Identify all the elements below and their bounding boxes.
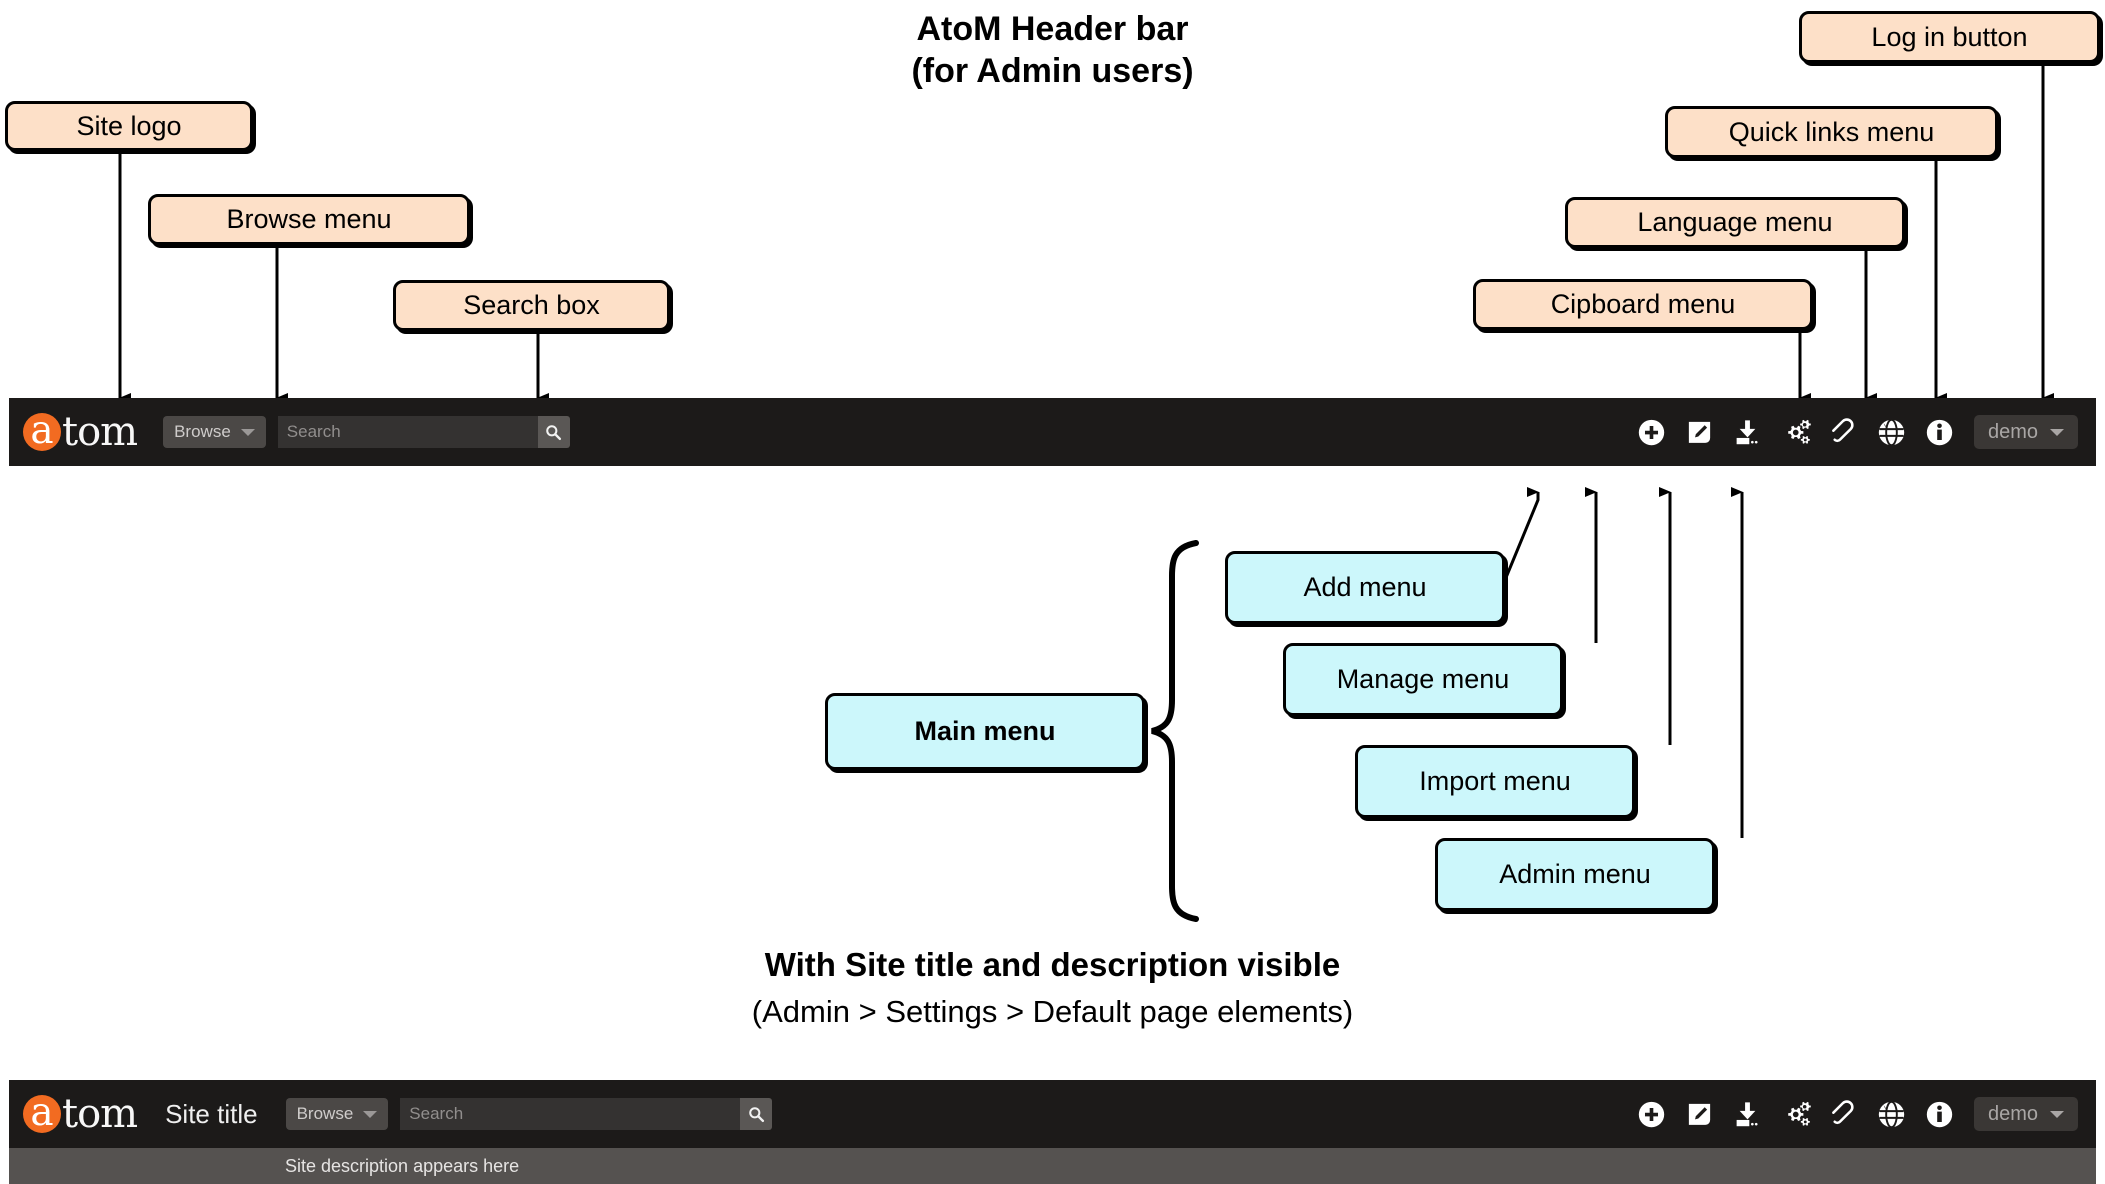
clipboard-menu-button-top[interactable] bbox=[1820, 410, 1868, 454]
add-icon bbox=[1639, 419, 1665, 445]
header-left-group-bottom: a tom Site title Browse Search bbox=[23, 1089, 773, 1137]
manage-icon bbox=[1689, 1103, 1711, 1125]
header-right-group-top: demo bbox=[1628, 410, 2078, 454]
chevron-down-icon bbox=[240, 428, 255, 436]
add-menu-button-bottom[interactable] bbox=[1628, 1092, 1676, 1136]
callout-import-menu: Import menu bbox=[1355, 745, 1635, 818]
quick-links-menu-button-top[interactable] bbox=[1916, 410, 1964, 454]
search-icon bbox=[749, 1106, 764, 1122]
figure-title-line2: (for Admin users) bbox=[911, 52, 1194, 90]
clipboard-menu-button-bottom[interactable] bbox=[1820, 1092, 1868, 1136]
add-menu-button-top[interactable] bbox=[1628, 410, 1676, 454]
admin-menu-button-bottom[interactable] bbox=[1772, 1092, 1820, 1136]
chevron-down-icon bbox=[2050, 428, 2064, 436]
callout-language-menu: Language menu bbox=[1565, 197, 1905, 248]
admin-menu-button-top[interactable] bbox=[1772, 410, 1820, 454]
callout-log-in-button: Log in button bbox=[1799, 11, 2100, 63]
user-menu-label-top: demo bbox=[1987, 420, 2038, 443]
callout-clipboard-menu-label: Cipboard menu bbox=[1550, 289, 1736, 319]
chevron-down-icon bbox=[2050, 1110, 2064, 1118]
import-menu-button-top[interactable] bbox=[1724, 410, 1772, 454]
import-icon bbox=[1737, 419, 1758, 444]
search-placeholder-bottom: Search bbox=[409, 1104, 464, 1123]
callout-manage-menu: Manage menu bbox=[1283, 643, 1563, 716]
language-menu-button-bottom[interactable] bbox=[1868, 1092, 1916, 1136]
import-icon bbox=[1737, 1101, 1758, 1126]
log-in-button-bottom[interactable]: demo bbox=[1973, 1097, 2078, 1131]
quick-links-menu-button-bottom[interactable] bbox=[1916, 1092, 1964, 1136]
callout-site-logo: Site logo bbox=[5, 101, 253, 151]
paperclip-icon bbox=[1832, 417, 1855, 442]
callout-log-in-button-label: Log in button bbox=[1871, 21, 2028, 52]
search-submit-button-bottom[interactable] bbox=[740, 1098, 773, 1130]
header-right-group-bottom: demo bbox=[1628, 1092, 2078, 1136]
atom-header-bar-bottom: a tom Site title Browse Search bbox=[9, 1080, 2096, 1148]
manage-icon bbox=[1689, 421, 1711, 443]
log-in-button-top[interactable]: demo bbox=[1973, 415, 2078, 449]
browse-menu-label-top: Browse bbox=[174, 422, 231, 441]
section-subtitle: (Admin > Settings > Default page element… bbox=[0, 993, 2105, 1031]
user-menu-label-bottom: demo bbox=[1987, 1102, 2038, 1125]
callout-admin-menu: Admin menu bbox=[1435, 838, 1715, 911]
globe-icon bbox=[1879, 418, 1905, 446]
import-menu-button-bottom[interactable] bbox=[1724, 1092, 1772, 1136]
site-title: Site title bbox=[165, 1098, 258, 1129]
info-icon bbox=[1927, 1101, 1953, 1127]
search-input-bottom[interactable]: Search bbox=[400, 1098, 741, 1130]
callout-add-menu: Add menu bbox=[1225, 551, 1505, 624]
callout-browse-menu-label: Browse menu bbox=[226, 204, 392, 234]
search-input-top[interactable]: Search bbox=[277, 416, 538, 448]
figure-title: AtoM Header bar (for Admin users) bbox=[0, 8, 2105, 92]
search-placeholder-top: Search bbox=[286, 422, 341, 441]
callout-search-box-label: Search box bbox=[463, 290, 600, 320]
search-submit-button-top[interactable] bbox=[537, 416, 570, 448]
callout-add-menu-label: Add menu bbox=[1303, 572, 1427, 602]
logo-circle-icon: a bbox=[23, 407, 61, 453]
callout-language-menu-label: Language menu bbox=[1637, 207, 1833, 237]
info-icon bbox=[1927, 419, 1953, 445]
logo-letter-a: a bbox=[30, 407, 54, 453]
callout-main-menu-label: Main menu bbox=[914, 716, 1056, 746]
manage-menu-button-bottom[interactable] bbox=[1676, 1092, 1724, 1136]
manage-menu-button-top[interactable] bbox=[1676, 410, 1724, 454]
figure-title-line1: AtoM Header bar bbox=[916, 10, 1189, 48]
atom-header-bar-top: a tom Browse Search bbox=[9, 398, 2096, 466]
callout-import-menu-label: Import menu bbox=[1419, 766, 1571, 796]
site-description-strip: Site description appears here bbox=[9, 1148, 2096, 1184]
site-description-text: Site description appears here bbox=[285, 1155, 520, 1176]
logo-wordmark: tom bbox=[62, 1091, 138, 1137]
section-subtitle-label: (Admin > Settings > Default page element… bbox=[751, 994, 1354, 1029]
section-title-label: With Site title and description visible bbox=[764, 946, 1341, 983]
callout-site-logo-label: Site logo bbox=[76, 110, 182, 141]
header-left-group-top: a tom Browse Search bbox=[23, 407, 570, 455]
search-box-top[interactable]: Search bbox=[277, 416, 570, 448]
browse-menu-button-top[interactable]: Browse bbox=[163, 416, 266, 448]
search-icon bbox=[546, 424, 562, 440]
add-icon bbox=[1639, 1101, 1665, 1127]
callout-clipboard-menu: Cipboard menu bbox=[1473, 279, 1813, 330]
language-menu-button-top[interactable] bbox=[1868, 410, 1916, 454]
site-logo-bottom[interactable]: a tom bbox=[23, 1089, 138, 1137]
callout-search-box: Search box bbox=[393, 280, 670, 331]
logo-letter-a: a bbox=[30, 1089, 54, 1135]
chevron-down-icon bbox=[363, 1110, 378, 1118]
callout-manage-menu-label: Manage menu bbox=[1336, 664, 1510, 694]
browse-menu-button-bottom[interactable]: Browse bbox=[285, 1098, 389, 1130]
callout-main-menu: Main menu bbox=[825, 693, 1145, 770]
callout-browse-menu: Browse menu bbox=[148, 194, 470, 245]
section-title: With Site title and description visible bbox=[0, 945, 2105, 985]
site-logo-top[interactable]: a tom bbox=[23, 407, 138, 455]
admin-gears-icon bbox=[1788, 419, 1812, 444]
browse-menu-label-bottom: Browse bbox=[296, 1104, 354, 1123]
search-box-bottom[interactable]: Search bbox=[400, 1098, 773, 1130]
logo-circle-icon: a bbox=[23, 1089, 61, 1135]
globe-icon bbox=[1879, 1100, 1905, 1128]
callout-quick-links-menu: Quick links menu bbox=[1665, 106, 1998, 158]
logo-wordmark: tom bbox=[62, 409, 138, 455]
callout-quick-links-menu-label: Quick links menu bbox=[1728, 116, 1935, 147]
callout-admin-menu-label: Admin menu bbox=[1499, 859, 1651, 889]
paperclip-icon bbox=[1832, 1099, 1855, 1124]
admin-gears-icon bbox=[1788, 1101, 1812, 1126]
